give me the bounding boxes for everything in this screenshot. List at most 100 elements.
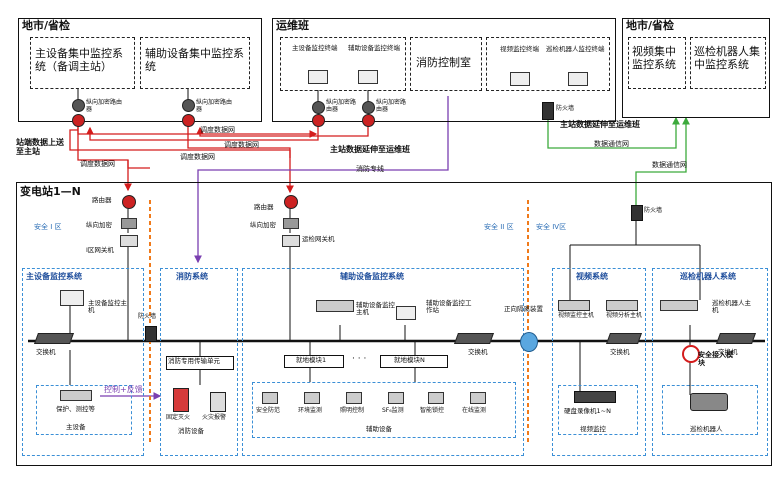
router-icon xyxy=(72,99,85,112)
station-router-label: 路由器 xyxy=(92,196,112,204)
nvr-box xyxy=(558,385,638,435)
firewall-icon xyxy=(542,102,554,120)
zone-ii-label: 安全 II 区 xyxy=(484,223,514,231)
switch-icon xyxy=(605,333,643,344)
aux-monitor-box xyxy=(242,268,524,456)
firewall-i-label: 防火墙 xyxy=(138,313,157,320)
main-monitor-box xyxy=(22,268,144,456)
left-box-main-monitor xyxy=(30,37,135,89)
video-monitor-label: 视频监控 xyxy=(580,425,606,433)
router-icon xyxy=(72,114,85,127)
aux-device-icon xyxy=(388,392,404,404)
aux-monitor-title: 辅助设备监控系统 xyxy=(340,272,404,281)
zone-iv-label: 安全 IV区 xyxy=(536,223,567,231)
fire-room-box xyxy=(410,37,482,91)
dispatch-net-label: 调度数据网 xyxy=(180,153,215,161)
moduleN-box xyxy=(380,355,448,368)
ops-terminal-box xyxy=(280,37,406,91)
router-icon xyxy=(182,99,195,112)
right-box-video xyxy=(628,37,686,89)
switch-icon xyxy=(33,333,75,344)
zone-i-label: 安全 I 区 xyxy=(34,223,62,231)
switch-label-aux: 交换机 xyxy=(468,348,488,356)
switch-icon xyxy=(453,333,495,344)
router-icon xyxy=(284,195,298,209)
router-label-left2: 纵向加密路由器 xyxy=(196,99,233,113)
fire-line-label: 消防专线 xyxy=(356,165,384,173)
data-comm-label: 数据通信网 xyxy=(594,140,629,148)
fire-system-title: 消防系统 xyxy=(176,272,208,281)
nvr-icon xyxy=(574,391,616,403)
main-to-ops-label-right: 主站数据延伸至运维班 xyxy=(560,120,640,129)
station-title: 变电站1—N xyxy=(20,185,81,198)
right-box-robot-label: 巡检机器人集中监控系统 xyxy=(694,45,760,71)
aux-item-label: 安全防范 xyxy=(256,407,281,414)
left-box-main-label: 主设备集中监控系统（备调主站） xyxy=(35,47,123,73)
server-icon xyxy=(660,300,698,311)
ops-gateway-label: 运检网关机 xyxy=(302,235,335,243)
robot-system-box xyxy=(652,268,768,456)
aux-equipment-label: 辅助设备 xyxy=(366,425,392,433)
fire-alarm-icon xyxy=(210,392,226,412)
dispatch-net-label: 调度数据网 xyxy=(224,141,259,149)
monitor-icon xyxy=(396,306,416,320)
main-host-label: 主设备监控主机 xyxy=(88,299,127,315)
fixed-fire-label: 固定灭火 xyxy=(166,414,191,421)
switch-label-main: 交换机 xyxy=(36,348,56,356)
monitor-icon xyxy=(60,290,84,306)
fire-room-label: 消防控制室 xyxy=(416,56,471,69)
moduleN-label: 就地模块N xyxy=(394,356,425,364)
protection-label: 保护、测控等 xyxy=(56,405,95,413)
aux-item-label: 在线监测 xyxy=(462,407,487,414)
router-icon xyxy=(312,101,325,114)
isolation-label: 正向隔离装置 xyxy=(504,305,543,313)
robot-system-title: 巡检机器人系统 xyxy=(680,272,736,281)
right-box-robot xyxy=(690,37,766,89)
server-icon xyxy=(606,300,638,311)
aux-item-label: 智能锁控 xyxy=(420,407,445,414)
firewall-iv-label: 防火墙 xyxy=(644,207,663,214)
switch-icon xyxy=(715,333,757,344)
aux-item-label: SF₆监测 xyxy=(382,407,404,414)
router-label-left: 纵向加密路由器 xyxy=(86,99,123,113)
right-region-title: 地市/省检 xyxy=(626,19,675,32)
aux-item-label: 照明控制 xyxy=(340,407,365,414)
station-vertical2-label: 纵向加密 xyxy=(250,221,276,229)
aux-workstation-label: 辅助设备监控工作站 xyxy=(426,299,472,315)
left-region-title: 地市/省检 xyxy=(22,19,71,32)
robot-box xyxy=(662,385,758,435)
fire-system-box xyxy=(160,268,238,456)
right-region xyxy=(622,18,770,118)
ops-title: 运维班 xyxy=(276,19,309,32)
main-monitor-title: 主设备监控系统 xyxy=(26,272,82,281)
left-region xyxy=(18,18,262,122)
fire-transmit-label: 消防专用传输单元 xyxy=(168,357,220,365)
right-box-video-label: 视频集中监控系统 xyxy=(632,45,676,71)
encrypt-icon xyxy=(121,218,137,229)
i-gateway-label: I区网关机 xyxy=(86,246,114,254)
isolation-icon xyxy=(520,332,538,352)
aux-device-icon xyxy=(304,392,320,404)
video-terminal: 视频监控终端 xyxy=(500,45,539,53)
fire-alarm-label: 火灾报警 xyxy=(202,414,227,421)
robot-label: 巡检机器人 xyxy=(690,425,723,433)
left-box-aux-monitor xyxy=(140,37,250,89)
router-icon xyxy=(182,114,195,127)
aux-device-icon xyxy=(346,392,362,404)
left-box-aux-label: 辅助设备集中监控系统 xyxy=(145,47,244,73)
fire-transmit-box xyxy=(166,356,234,370)
fire-equipment-label: 消防设备 xyxy=(178,427,204,435)
router-icon xyxy=(362,114,375,127)
aux-equipment-box xyxy=(252,382,516,438)
ops-aux-terminal: 辅助设备监控终端 xyxy=(348,44,400,52)
monitor-icon xyxy=(568,72,588,86)
router-label-ops2: 纵向加密路由器 xyxy=(376,99,407,113)
router-icon xyxy=(122,195,136,209)
module-dots: · · · xyxy=(352,354,367,364)
monitor-icon xyxy=(510,72,530,86)
aux-device-icon xyxy=(470,392,486,404)
router-icon xyxy=(362,101,375,114)
video-host-b-label: 视频分析主机 xyxy=(606,312,643,319)
dispatch-net-label: 调度数据网 xyxy=(80,160,115,168)
monitor-icon xyxy=(308,70,328,84)
